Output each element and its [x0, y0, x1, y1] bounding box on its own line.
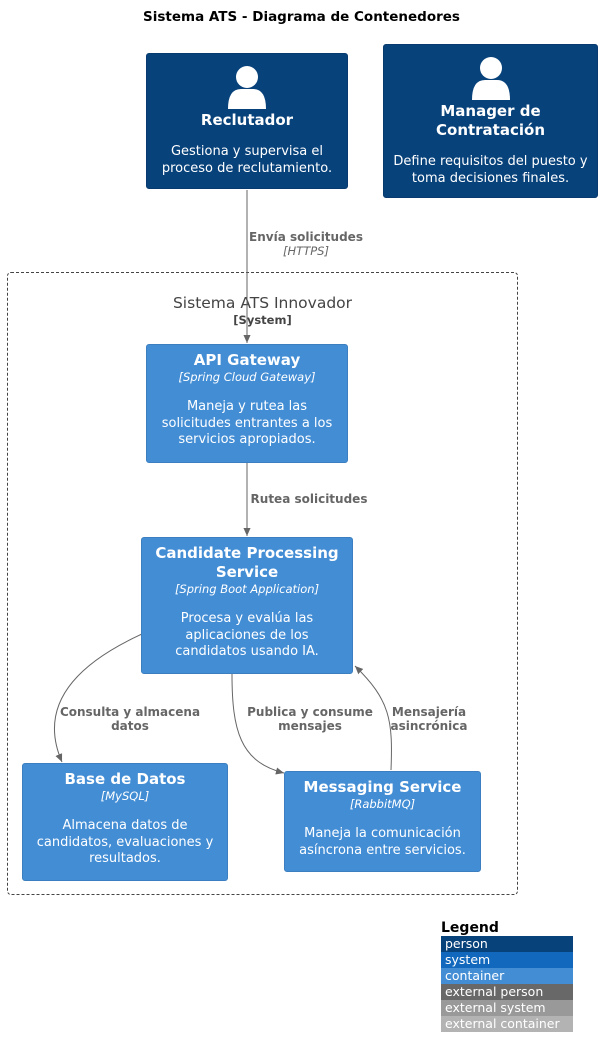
container-tech: [Spring Boot Application]	[174, 582, 320, 596]
container-database: Base de Datos [MySQL] Almacena datos de …	[22, 763, 228, 881]
container-description: Maneja la comunicación asíncrona entre s…	[299, 826, 466, 858]
person-description: Define requisitos del puesto y toma deci…	[393, 154, 588, 186]
person-icon	[228, 66, 266, 109]
edge-publica-mensajes	[231, 673, 285, 775]
person-manager: Manager de Contratación Define requisito…	[383, 44, 598, 198]
edge-label-text: Publica y consume mensajes	[247, 705, 373, 733]
person-icon	[471, 57, 510, 100]
legend-item-system: system	[441, 952, 573, 968]
person-description: Gestiona y supervisa el proceso de reclu…	[161, 144, 333, 176]
legend-item-external-person: external person	[441, 984, 573, 1000]
container-tech: [MySQL]	[100, 789, 150, 803]
container-name: Base de Datos	[64, 770, 186, 788]
edge-label-publica: Publica y consume mensajes	[238, 705, 382, 733]
legend-title: Legend	[441, 920, 499, 936]
edge-label-envia: Envía solicitudes [HTTPS]	[240, 230, 372, 258]
container-tech: [RabbitMQ]	[349, 797, 416, 811]
legend-item-external-system: external system	[441, 1000, 573, 1016]
legend: Legend person system container external …	[441, 920, 573, 1032]
edge-mensajeria-asincronica	[354, 665, 392, 771]
container-name: API Gateway	[193, 351, 301, 369]
system-boundary	[7, 272, 518, 895]
edge-consulta-datos	[54, 633, 143, 763]
legend-item-container: container	[441, 968, 573, 984]
edge-label-rutea: Rutea solicitudes	[244, 492, 374, 506]
edge-label-text: Mensajería asincrónica	[390, 705, 468, 733]
container-name: Candidate Processing Service	[155, 544, 339, 581]
edge-label-consulta: Consulta y almacena datos	[52, 705, 208, 733]
system-boundary-title: Sistema ATS Innovador [System]	[7, 294, 518, 328]
person-reclutador: Reclutador Gestiona y supervisa el proce…	[146, 53, 348, 189]
container-description: Almacena datos de candidatos, evaluacion…	[36, 818, 214, 866]
container-name: Messaging Service	[303, 778, 462, 796]
container-description: Procesa y evalúa las aplicaciones de los…	[175, 611, 319, 659]
boundary-type: [System]	[233, 313, 292, 327]
boundary-name: Sistema ATS Innovador	[172, 294, 353, 312]
person-name: Manager de Contratación	[436, 102, 545, 139]
container-api-gateway: API Gateway [Spring Cloud Gateway] Manej…	[146, 344, 348, 463]
diagram-title: Sistema ATS - Diagrama de Contenedores	[143, 9, 460, 25]
container-description: Maneja y rutea las solicitudes entrantes…	[161, 399, 333, 447]
container-messaging: Messaging Service [RabbitMQ] Maneja la c…	[284, 771, 481, 872]
edge-label-text: Envía solicitudes	[249, 230, 363, 244]
legend-item-person: person	[441, 936, 573, 952]
legend-item-external-container: external container	[441, 1016, 573, 1032]
person-name: Reclutador	[200, 111, 294, 129]
container-candidate-service: Candidate Processing Service [Spring Boo…	[141, 537, 353, 674]
edge-label-text: Consulta y almacena datos	[59, 705, 201, 733]
edge-label-text: Rutea solicitudes	[250, 492, 368, 506]
edge-label-mensajeria: Mensajería asincrónica	[382, 705, 476, 733]
edge-label-tech: [HTTPS]	[283, 244, 329, 258]
container-tech: [Spring Cloud Gateway]	[178, 370, 316, 384]
